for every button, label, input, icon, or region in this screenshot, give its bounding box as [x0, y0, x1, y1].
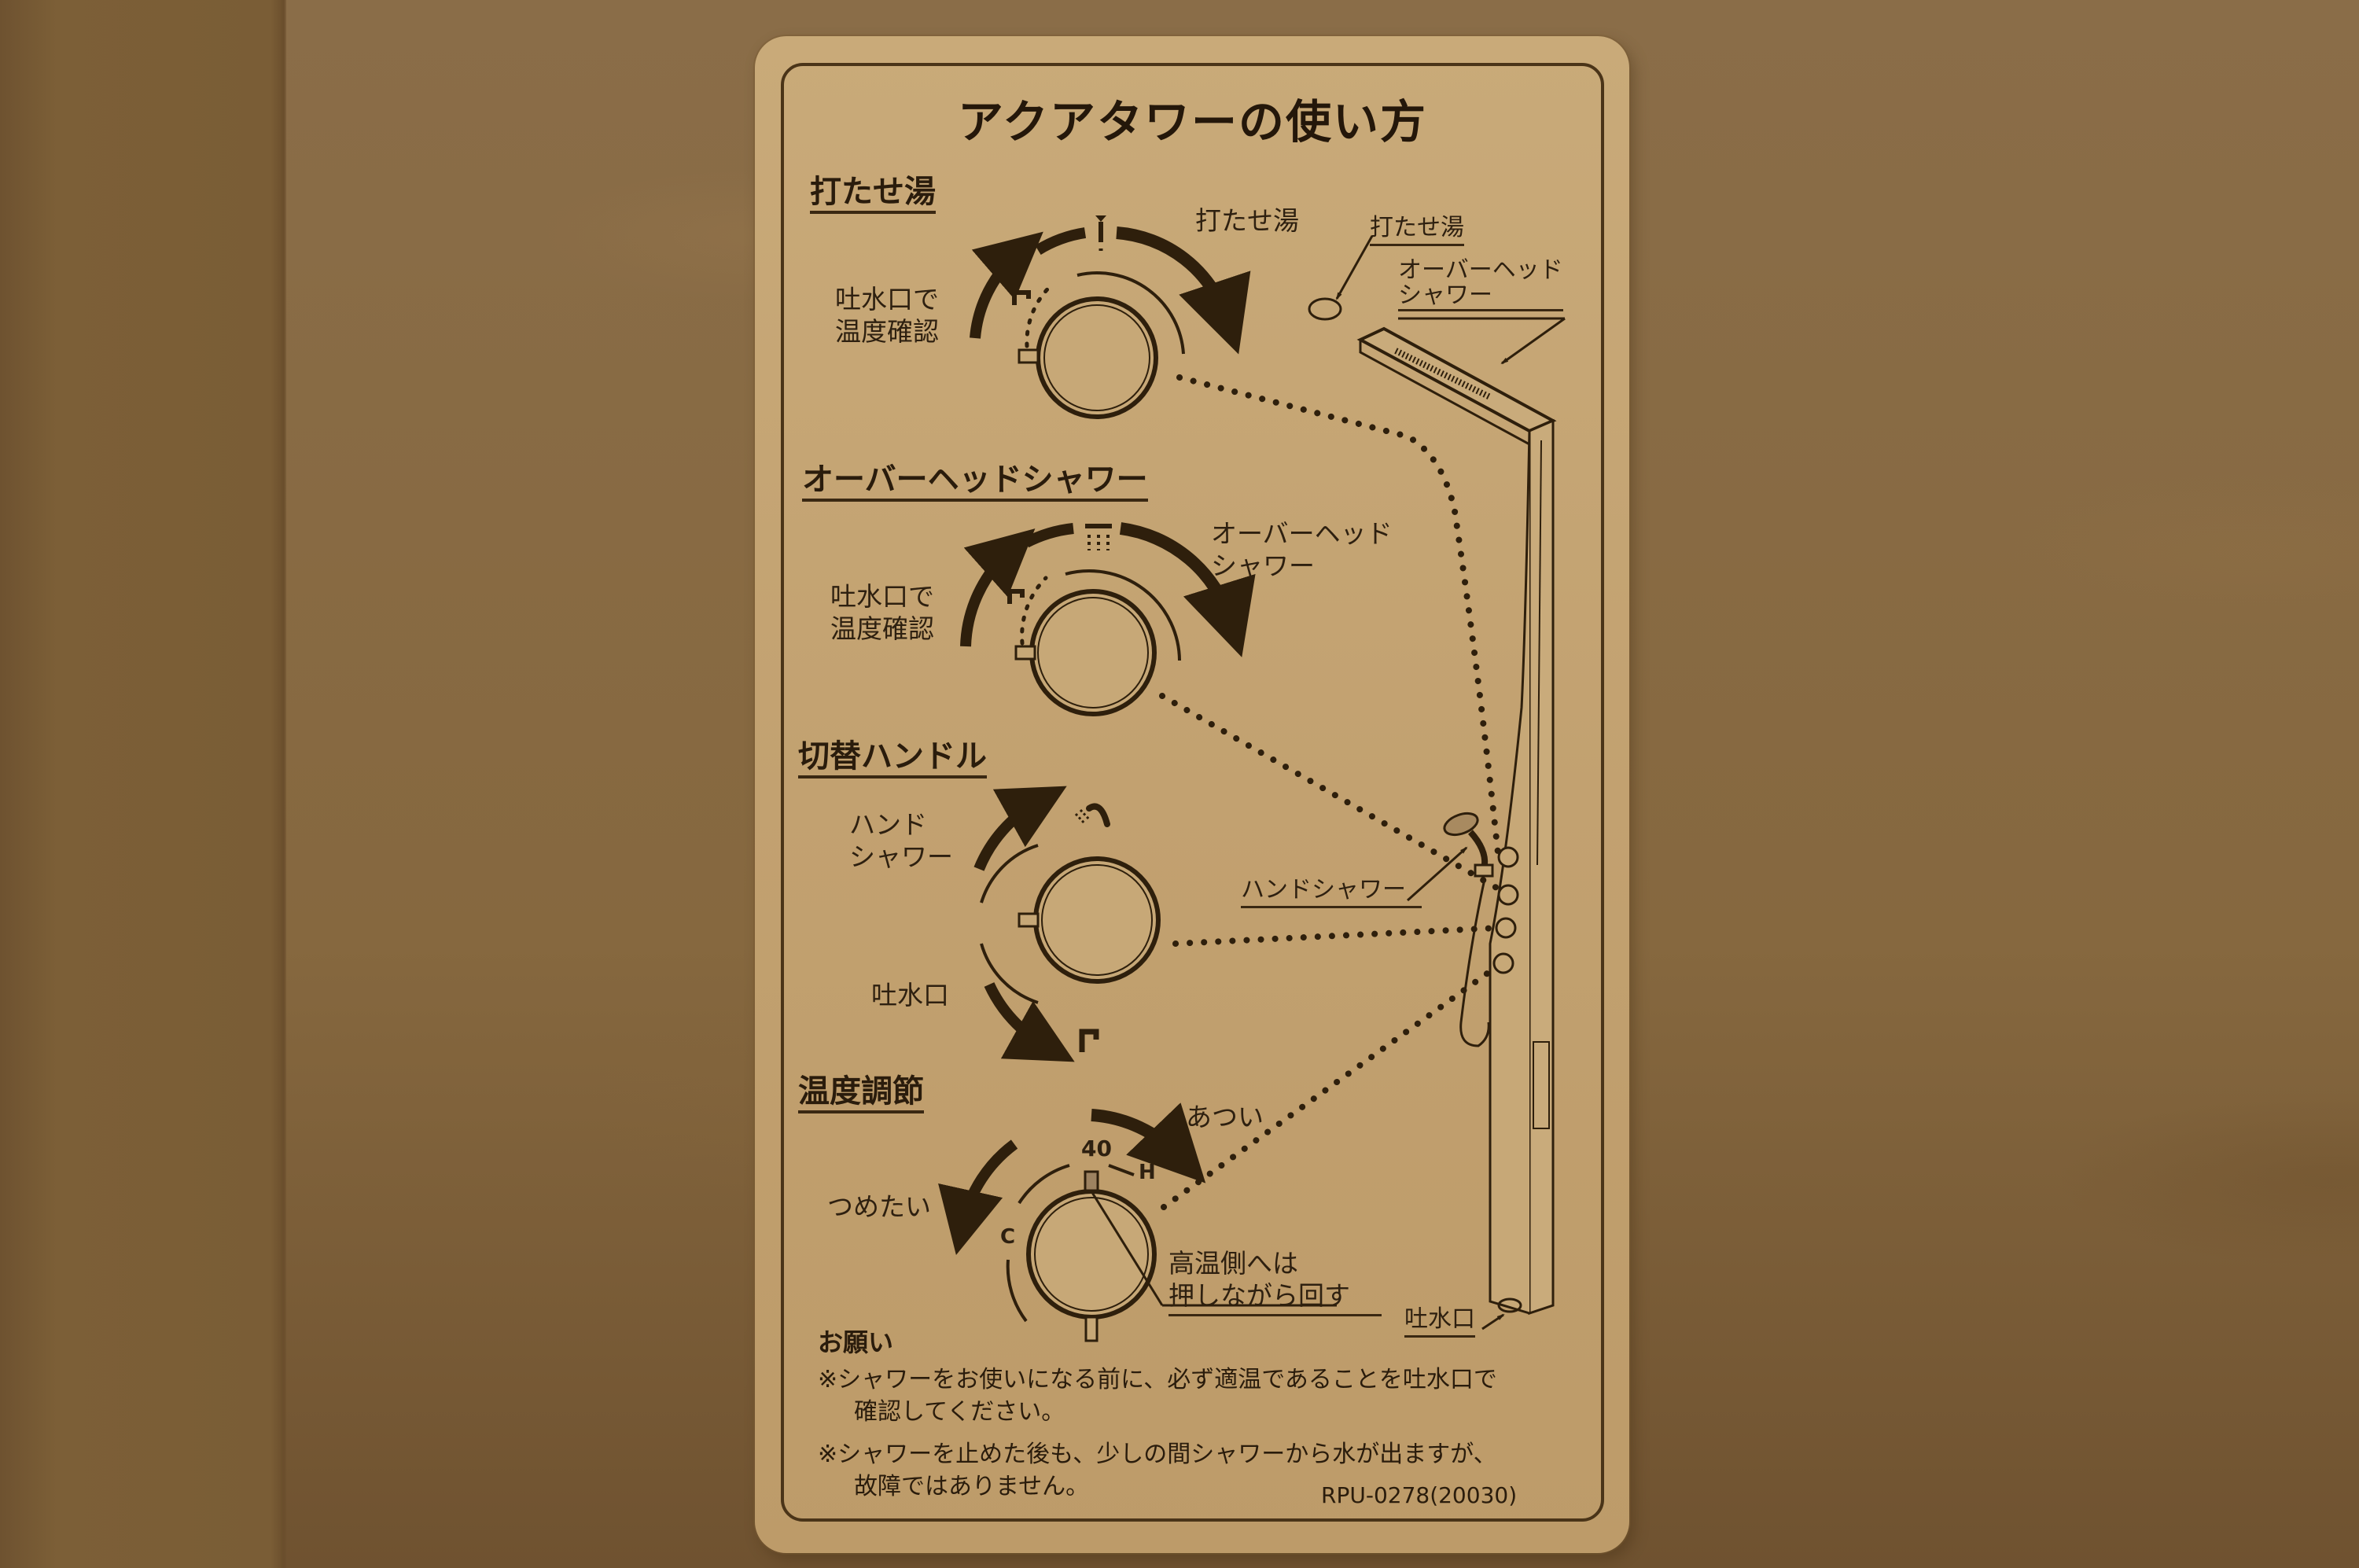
section-heading-rain-fall: 打たせ湯 [810, 175, 936, 214]
temp-scale-value: 40 [1081, 1136, 1112, 1161]
callout-overhead-shower: オーバーヘッド シャワー [1398, 258, 1563, 311]
notes-title: お願い [818, 1327, 894, 1357]
section-heading-temperature: 温度調節 [798, 1074, 924, 1113]
label-push-to-turn-hot: 高温側へは 押しながら回す [1168, 1247, 1382, 1316]
section-heading-switch-handle: 切替ハンドル [798, 739, 987, 778]
wall-panel-left [0, 0, 285, 1568]
label-check-temp-at-spout-1: 吐水口で 温度確認 [835, 284, 939, 348]
temp-hot-mark: H [1139, 1161, 1156, 1184]
note-item-2: ※シャワーを止めた後も、少しの間シャワーから水が出ますが、 故障ではありません。 [818, 1441, 1497, 1500]
wall-seam [282, 0, 286, 1568]
placard-title: アクアタワーの使い方 [957, 95, 1428, 149]
callout-rain-fall: 打たせ湯 [1370, 214, 1464, 246]
product-code: RPU-0278(20030) [1321, 1482, 1518, 1508]
label-hot: あつい [1186, 1102, 1264, 1132]
label-rain-fall-1: 打たせ湯 [1195, 205, 1299, 236]
label-spout-3: 吐水口 [871, 980, 949, 1010]
label-cold: つめたい [827, 1191, 931, 1222]
callout-hand-shower: ハンドシャワー [1241, 876, 1422, 908]
note-item-1: ※シャワーをお使いになる前に、必ず適温であることを吐水口で 確認してください。 [818, 1366, 1497, 1426]
section-heading-overhead-shower: オーバーヘッドシャワー [802, 462, 1148, 502]
label-hand-shower-3: ハンド シャワー [849, 809, 953, 873]
temp-cold-mark: C [1000, 1225, 1016, 1249]
placard-border [781, 63, 1604, 1522]
callout-spout: 吐水口 [1404, 1305, 1475, 1338]
label-overhead-shower-2: オーバーヘッド シャワー [1211, 518, 1393, 582]
label-check-temp-at-spout-2: 吐水口で 温度確認 [830, 581, 934, 645]
